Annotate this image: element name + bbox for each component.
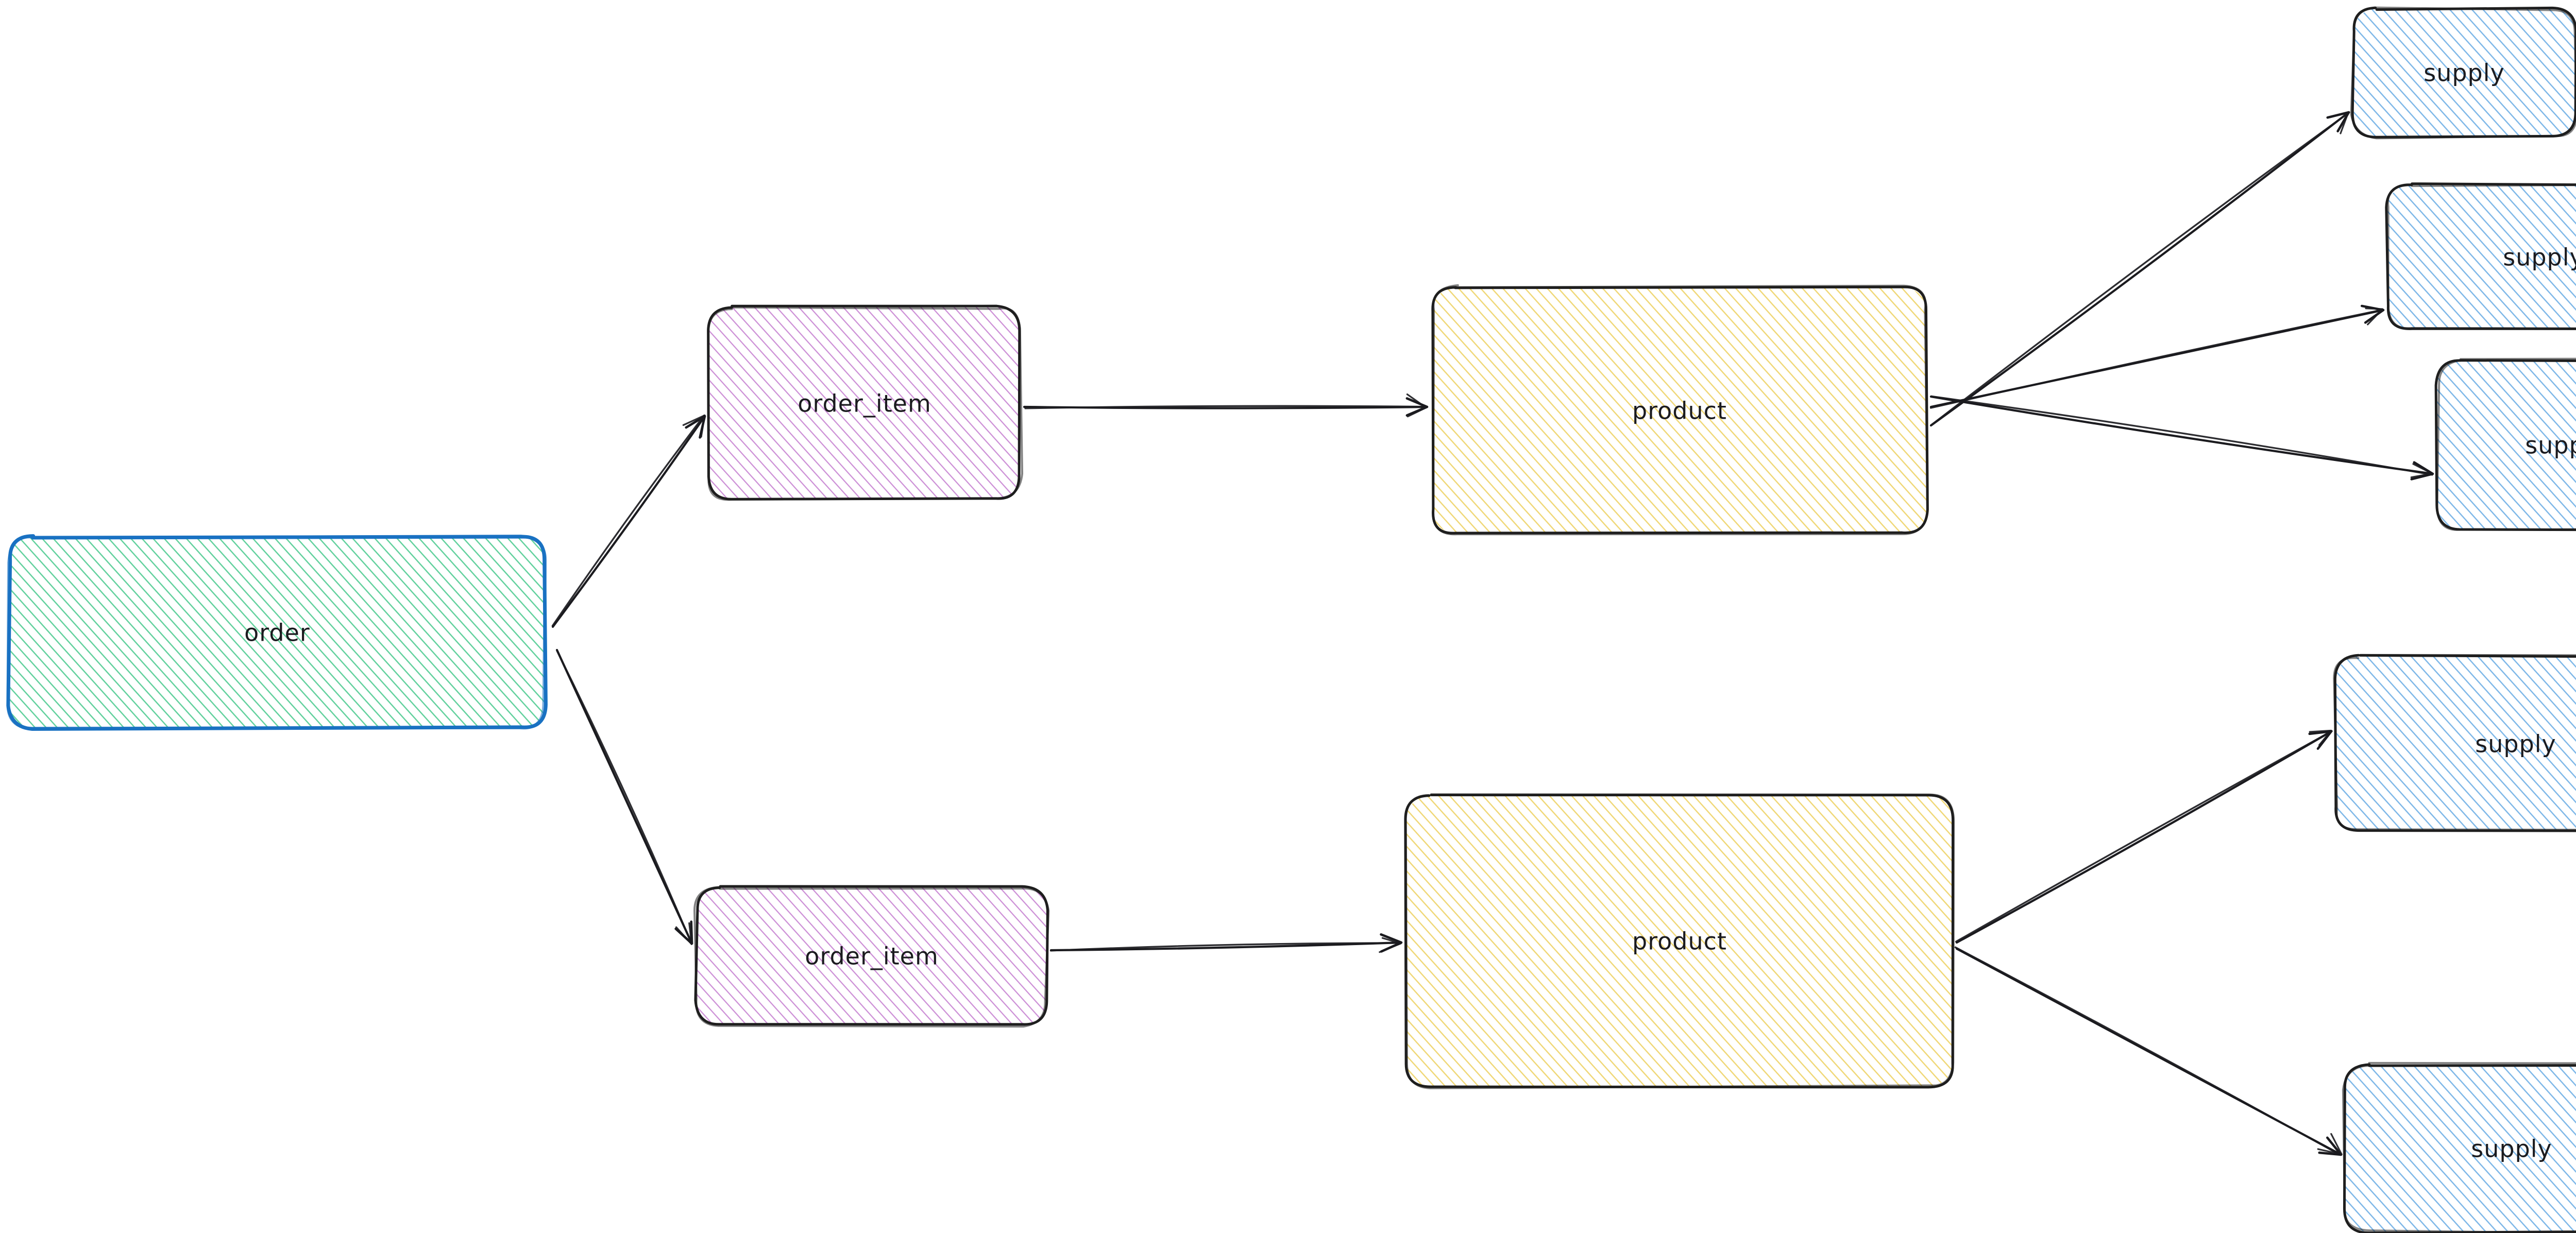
edge-stroke-secondary xyxy=(1955,730,2333,943)
node-label-supply_3: supply xyxy=(2525,432,2576,459)
node-order_item_1[interactable]: order_item xyxy=(707,304,1024,501)
arrow-head-secondary xyxy=(675,922,692,945)
edges-layer xyxy=(551,111,2434,1156)
edge-stroke-primary xyxy=(1929,111,2350,427)
edge-order_item_1-to-product_1[interactable] xyxy=(1023,393,1429,418)
edge-order-to-order_item_1[interactable] xyxy=(551,414,706,628)
node-label-product_1: product xyxy=(1632,397,1727,425)
node-label-product_2: product xyxy=(1632,928,1727,955)
edge-stroke-primary xyxy=(551,415,706,628)
edge-stroke-secondary xyxy=(1954,946,2342,1156)
node-outline xyxy=(1404,794,1955,1089)
node-label-supply_1: supply xyxy=(2424,59,2505,87)
edge-stroke-primary xyxy=(555,648,693,945)
node-supply_1[interactable]: supply xyxy=(2350,6,2576,140)
nodes-layer: orderorder_itemorder_itemproductproducts… xyxy=(6,6,2576,1233)
node-supply_3[interactable]: supply xyxy=(2434,357,2576,532)
node-label-supply_4: supply xyxy=(2475,730,2556,758)
edge-product_1-to-supply_3[interactable] xyxy=(1929,395,2434,481)
node-outline xyxy=(2333,654,2576,832)
node-outline xyxy=(694,885,1049,1026)
edge-stroke-secondary xyxy=(1931,111,2350,425)
arrow-head-secondary xyxy=(2329,111,2349,134)
node-outline xyxy=(1431,285,1929,535)
node-label-supply_2: supply xyxy=(2503,244,2576,271)
node-product_1[interactable]: product xyxy=(1431,284,1929,536)
edge-product_2-to-supply_5[interactable] xyxy=(1954,946,2343,1156)
edge-stroke-secondary xyxy=(1929,309,2384,409)
node-outline xyxy=(2351,6,2576,139)
edge-order-to-order_item_2[interactable] xyxy=(555,648,693,945)
edge-stroke-secondary xyxy=(556,650,692,944)
node-supply_4[interactable]: supply xyxy=(2333,654,2576,832)
node-label-order: order xyxy=(244,619,310,647)
edge-order_item_2-to-product_2[interactable] xyxy=(1049,933,1403,953)
node-outline xyxy=(2434,359,2576,532)
node-fill xyxy=(2335,656,2576,831)
node-label-supply_5: supply xyxy=(2471,1135,2552,1163)
edge-stroke-secondary xyxy=(1024,405,1428,409)
arrow-head-secondary xyxy=(682,414,706,438)
arrow-head-secondary xyxy=(2317,1133,2343,1155)
edge-stroke-secondary xyxy=(1049,942,1402,952)
node-outline xyxy=(2385,182,2576,330)
node-fill xyxy=(2437,361,2576,529)
edge-stroke-primary xyxy=(1049,941,1403,952)
node-label-order_item_2: order_item xyxy=(805,943,939,970)
node-outline xyxy=(2343,1063,2576,1233)
node-fill xyxy=(2353,9,2575,136)
edge-stroke-primary xyxy=(1955,730,2333,944)
node-fill xyxy=(1432,287,1927,534)
node-fill xyxy=(697,887,1047,1025)
node-fill xyxy=(2345,1065,2576,1232)
edge-product_2-to-supply_4[interactable] xyxy=(1955,729,2333,944)
node-label-order_item_1: order_item xyxy=(798,390,931,418)
node-fill xyxy=(1406,795,1953,1087)
node-supply_2[interactable]: supply xyxy=(2385,182,2576,330)
edge-stroke-secondary xyxy=(1930,395,2433,476)
arrow-head-secondary xyxy=(1406,393,1427,418)
edge-product_1-to-supply_1[interactable] xyxy=(1929,111,2350,427)
arrow-head xyxy=(1405,397,1429,417)
arrow-head-secondary xyxy=(2309,729,2332,746)
arrow-head-secondary xyxy=(2410,463,2433,478)
node-outline xyxy=(707,304,1021,501)
edge-product_1-to-supply_2[interactable] xyxy=(1929,304,2385,409)
node-order[interactable]: order xyxy=(6,534,548,731)
node-outline xyxy=(6,534,548,731)
arrow-head-secondary xyxy=(2365,307,2384,326)
node-supply_5[interactable]: supply xyxy=(2342,1061,2576,1233)
node-product_2[interactable]: product xyxy=(1404,793,1955,1089)
node-order_item_2[interactable]: order_item xyxy=(693,885,1050,1028)
node-fill xyxy=(9,537,545,728)
node-outline-secondary xyxy=(2436,357,2576,531)
edge-stroke-secondary xyxy=(551,415,705,627)
node-fill xyxy=(2387,184,2576,330)
node-fill xyxy=(709,307,1020,500)
arrow-head-secondary xyxy=(1379,937,1402,953)
edge-stroke-primary xyxy=(1929,395,2434,475)
arrow-head xyxy=(2360,304,2385,324)
